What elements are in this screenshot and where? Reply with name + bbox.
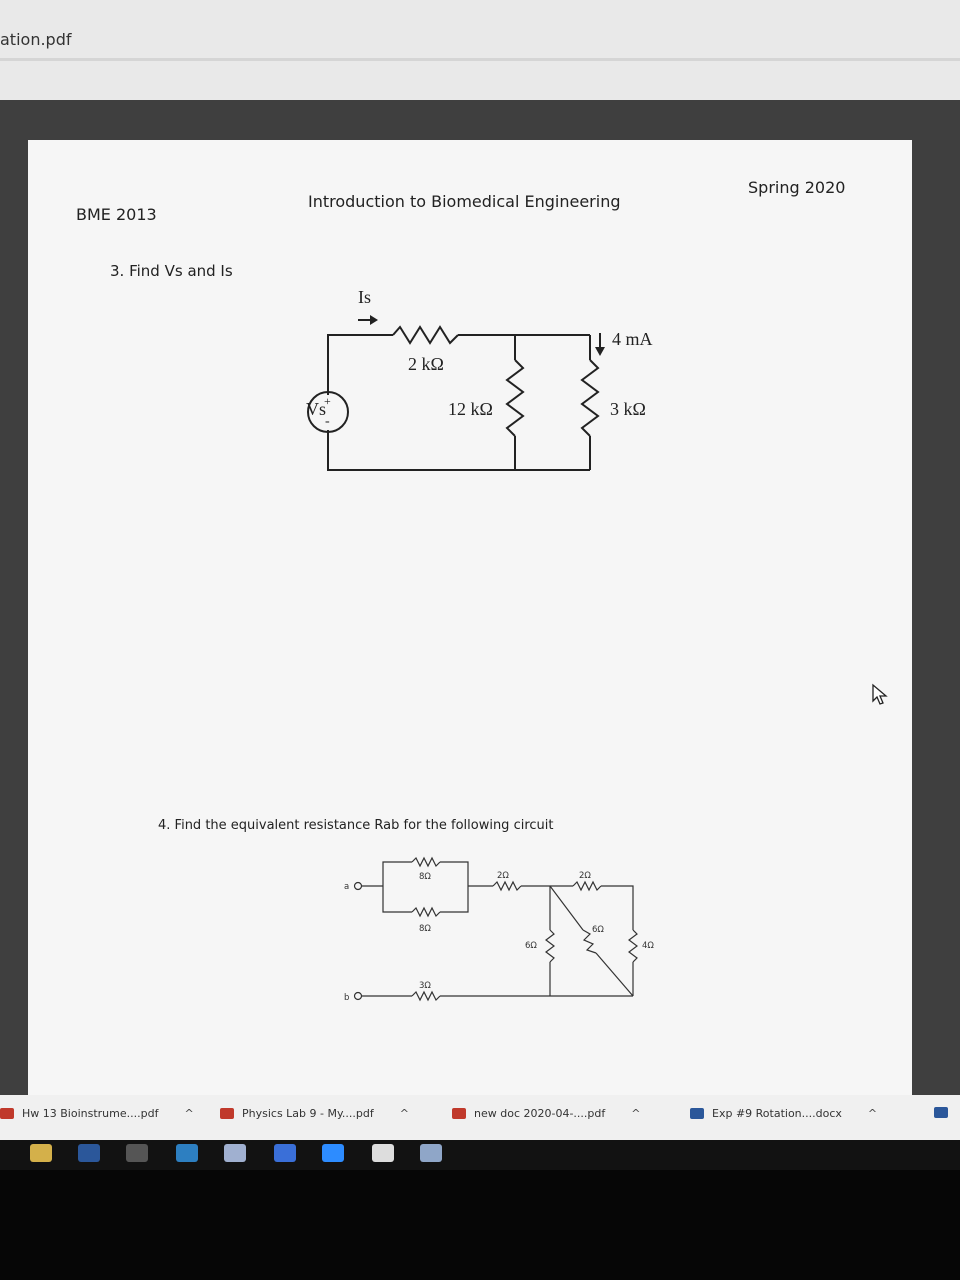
resistor-8-bot <box>411 906 441 918</box>
file-explorer-icon[interactable] <box>30 1144 52 1162</box>
download-item-1[interactable]: Hw 13 Bioinstrume....pdf ^ <box>0 1107 194 1120</box>
terminal-a <box>353 881 363 891</box>
label-vs: Vs <box>306 399 326 419</box>
wire <box>382 886 412 913</box>
term: Spring 2020 <box>748 178 846 197</box>
resistor-3k <box>580 359 600 437</box>
camera-icon[interactable] <box>274 1144 296 1162</box>
wire <box>327 430 590 471</box>
browser-tab-bar: ation.pdf <box>0 0 960 100</box>
question-3: 3. Find Vs and Is <box>110 262 233 280</box>
resistor-2a <box>492 880 522 892</box>
wire <box>549 885 584 931</box>
circuit-3-diagram: Is Vs 2 kΩ 12 kΩ 3 kΩ 4 mA + - <box>306 287 653 471</box>
word-icon[interactable] <box>78 1144 100 1162</box>
calculator-icon[interactable] <box>126 1144 148 1162</box>
download-item-4[interactable]: Exp #9 Rotation....docx ^ <box>690 1107 877 1120</box>
label-3: 3Ω <box>419 981 431 991</box>
label-2k: 2 kΩ <box>408 354 444 374</box>
pdf-page: BME 2013 Introduction to Biomedical Engi… <box>28 140 912 1098</box>
bezel <box>0 1170 960 1280</box>
chevron-up-icon[interactable]: ^ <box>399 1107 409 1120</box>
os-taskbar <box>0 1140 960 1170</box>
label-minus: - <box>325 414 330 429</box>
resistor-6-diag <box>582 929 597 954</box>
label-8-top: 8Ω <box>419 872 431 882</box>
label-2b: 2Ω <box>579 871 591 881</box>
download-name-3: new doc 2020-04-....pdf <box>474 1107 606 1120</box>
resistor-3 <box>411 990 441 1002</box>
chevron-up-icon[interactable]: ^ <box>867 1107 878 1120</box>
circuit-4-diagram: a b 8Ω 8Ω 2Ω 2Ω 6Ω 6Ω 4Ω 3Ω <box>344 856 654 1003</box>
label-4ma: 4 mA <box>612 329 653 349</box>
download-name-4: Exp #9 Rotation....docx <box>712 1107 842 1120</box>
zoom-icon[interactable] <box>322 1144 344 1162</box>
label-b: b <box>344 993 349 1003</box>
resistor-2b <box>572 880 602 892</box>
voltage-source <box>307 391 349 433</box>
label-8-bot: 8Ω <box>419 924 431 934</box>
wire <box>601 885 634 930</box>
label-a: a <box>344 882 349 892</box>
resistor-6-vert <box>545 929 555 963</box>
label-3k: 3 kΩ <box>610 399 646 419</box>
label-plus: + <box>324 394 331 408</box>
wire <box>440 861 469 886</box>
mouse-cursor-icon <box>872 683 888 705</box>
pdf-icon <box>452 1108 466 1119</box>
resistor-12k <box>505 359 525 437</box>
download-name-2: Physics Lab 9 - My....pdf <box>242 1107 374 1120</box>
wire <box>440 886 469 913</box>
download-item-2[interactable]: Physics Lab 9 - My....pdf ^ <box>220 1107 409 1120</box>
wire <box>327 334 393 395</box>
docx-icon <box>690 1108 704 1119</box>
label-is: Is <box>358 287 371 307</box>
download-item-3[interactable]: new doc 2020-04-....pdf ^ <box>452 1107 640 1120</box>
label-6-diag: 6Ω <box>592 925 604 935</box>
terminal-b <box>353 991 363 1001</box>
resistor-4 <box>628 929 638 963</box>
course-code: BME 2013 <box>76 205 157 224</box>
download-name-1: Hw 13 Bioinstrume....pdf <box>22 1107 159 1120</box>
photos-icon[interactable] <box>372 1144 394 1162</box>
wire <box>595 952 634 997</box>
arrow-head-is <box>370 315 378 325</box>
resistor-2k <box>392 325 459 345</box>
label-12k: 12 kΩ <box>448 399 493 419</box>
question-4-number: 4. <box>158 818 171 833</box>
chevron-up-icon[interactable]: ^ <box>631 1107 641 1120</box>
question-3-prompt: Find Vs and Is <box>129 262 233 280</box>
label-6-vert: 6Ω <box>525 941 537 951</box>
question-3-number: 3. <box>110 262 125 280</box>
question-4: 4. Find the equivalent resistance Rab fo… <box>158 818 553 833</box>
label-4: 4Ω <box>642 941 654 951</box>
arrow-head-4ma <box>595 347 605 356</box>
tab-divider <box>0 58 960 61</box>
course-title: Introduction to Biomedical Engineering <box>308 192 621 211</box>
tab-title[interactable]: ation.pdf <box>0 30 72 49</box>
pdf-icon <box>220 1108 234 1119</box>
question-4-prompt: Find the equivalent resistance Rab for t… <box>174 818 554 833</box>
chevron-up-icon[interactable]: ^ <box>184 1107 194 1120</box>
cloud-icon[interactable] <box>420 1144 442 1162</box>
settings-icon[interactable] <box>224 1144 246 1162</box>
edge-icon[interactable] <box>176 1144 198 1162</box>
downloads-folder-button[interactable] <box>934 1107 948 1118</box>
resistor-8-top <box>411 856 441 868</box>
pdf-icon <box>0 1108 14 1119</box>
wire <box>382 861 412 886</box>
label-2a: 2Ω <box>497 871 509 881</box>
downloads-bar: Hw 13 Bioinstrume....pdf ^ Physics Lab 9… <box>0 1095 960 1140</box>
folder-icon <box>934 1107 948 1118</box>
